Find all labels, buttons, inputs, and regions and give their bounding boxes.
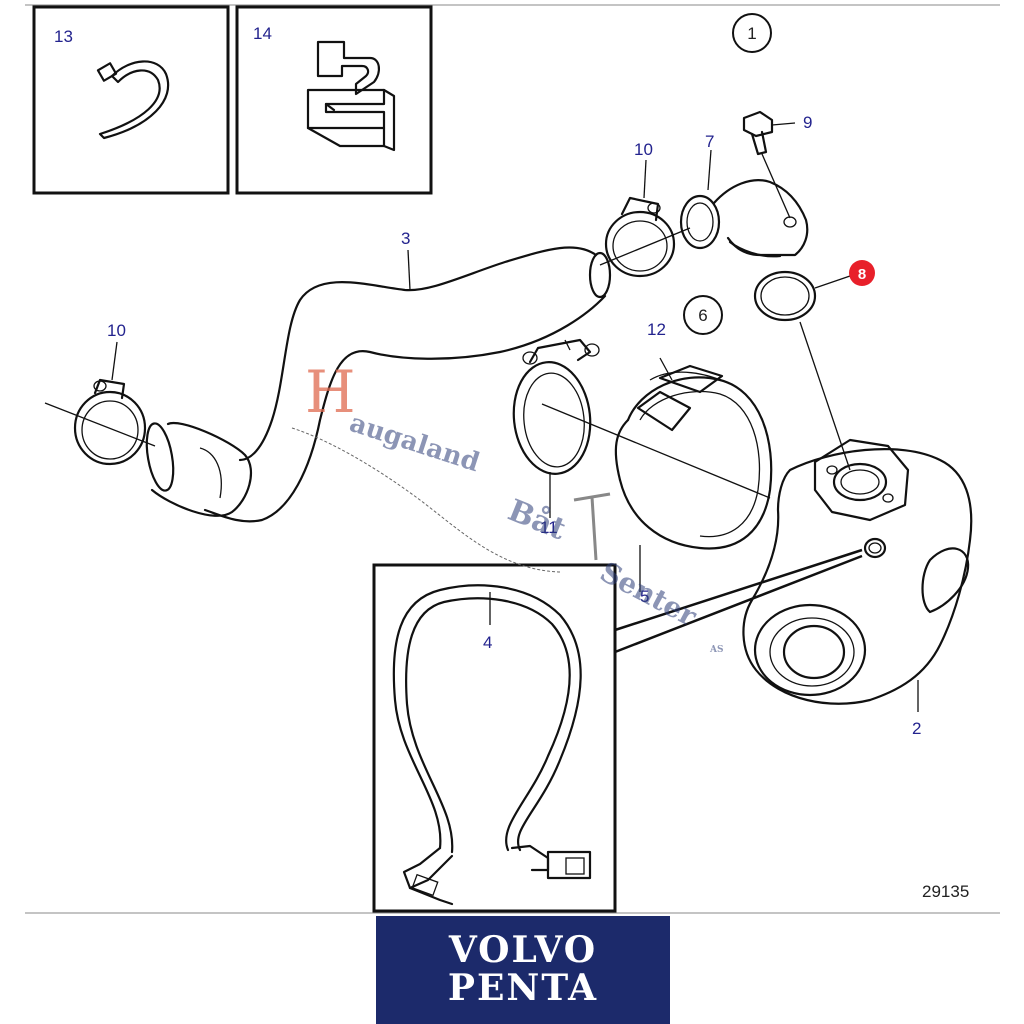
leader-3 [407, 249, 411, 291]
callout-13: 13 [54, 27, 73, 46]
leader-10-upper [643, 159, 647, 199]
leader-10-left [111, 341, 118, 381]
volvo-penta-logo: VOLVO PENTA [376, 916, 670, 1024]
hose-clip-part [306, 40, 396, 152]
watermark-word-2: Båt [503, 493, 571, 547]
callout-8: 8 [858, 266, 866, 283]
watermark-word-3: Senter [595, 555, 703, 633]
hose-clamp-10-upper [604, 196, 676, 278]
inset-box-4 [372, 548, 863, 913]
callout-5: 5 [640, 587, 649, 606]
watermark-suffix: AS [709, 645, 723, 655]
hose-end-right [588, 251, 612, 299]
callout-1: 1 [747, 24, 756, 43]
bolt-part-9 [742, 110, 796, 219]
callout-circle-6 [683, 295, 723, 335]
inset-frame-14 [235, 5, 433, 195]
watermark-chain [291, 427, 561, 573]
inset-box-13 [32, 5, 230, 195]
callout-14: 14 [253, 24, 272, 43]
callout-12: 12 [647, 320, 666, 339]
cable-tie-part [96, 60, 170, 140]
callout-2: 2 [912, 719, 921, 738]
callout-11: 11 [540, 518, 558, 537]
inset-frame-4 [372, 563, 617, 913]
logo-background [376, 916, 670, 1024]
watermark-word-1: augaland [346, 408, 483, 478]
hose-clamp-10-left [44, 378, 156, 466]
watermark-anchor-icon [573, 492, 611, 561]
hose-part-3 [145, 246, 612, 523]
inset-pointer [614, 548, 863, 654]
logo-line-2: PENTA [448, 967, 598, 1009]
heat-shield-part-5 [614, 357, 773, 550]
callout-9: 9 [803, 113, 812, 132]
leader-7 [707, 149, 712, 191]
sensor-cable-part [392, 584, 592, 906]
callout-3: 3 [401, 229, 410, 248]
callout-10-left: 10 [107, 321, 126, 340]
callout-7: 7 [705, 132, 714, 151]
logo-line-1: VOLVO [448, 929, 597, 971]
exhaust-elbow-part-2 [541, 403, 973, 705]
callout-10-upper: 10 [634, 140, 653, 159]
hose-end-left [145, 422, 175, 492]
callout-circle-1 [732, 13, 772, 53]
watermark-initial: H [305, 358, 356, 426]
callout-highlight-8 [849, 260, 875, 286]
v-band-clamp-part-11 [512, 338, 600, 475]
figure-number: 29135 [922, 882, 969, 901]
inset-box-14 [235, 5, 433, 195]
inset-frame-13 [32, 5, 230, 195]
callout-6: 6 [698, 306, 707, 325]
callout-4: 4 [483, 633, 492, 652]
